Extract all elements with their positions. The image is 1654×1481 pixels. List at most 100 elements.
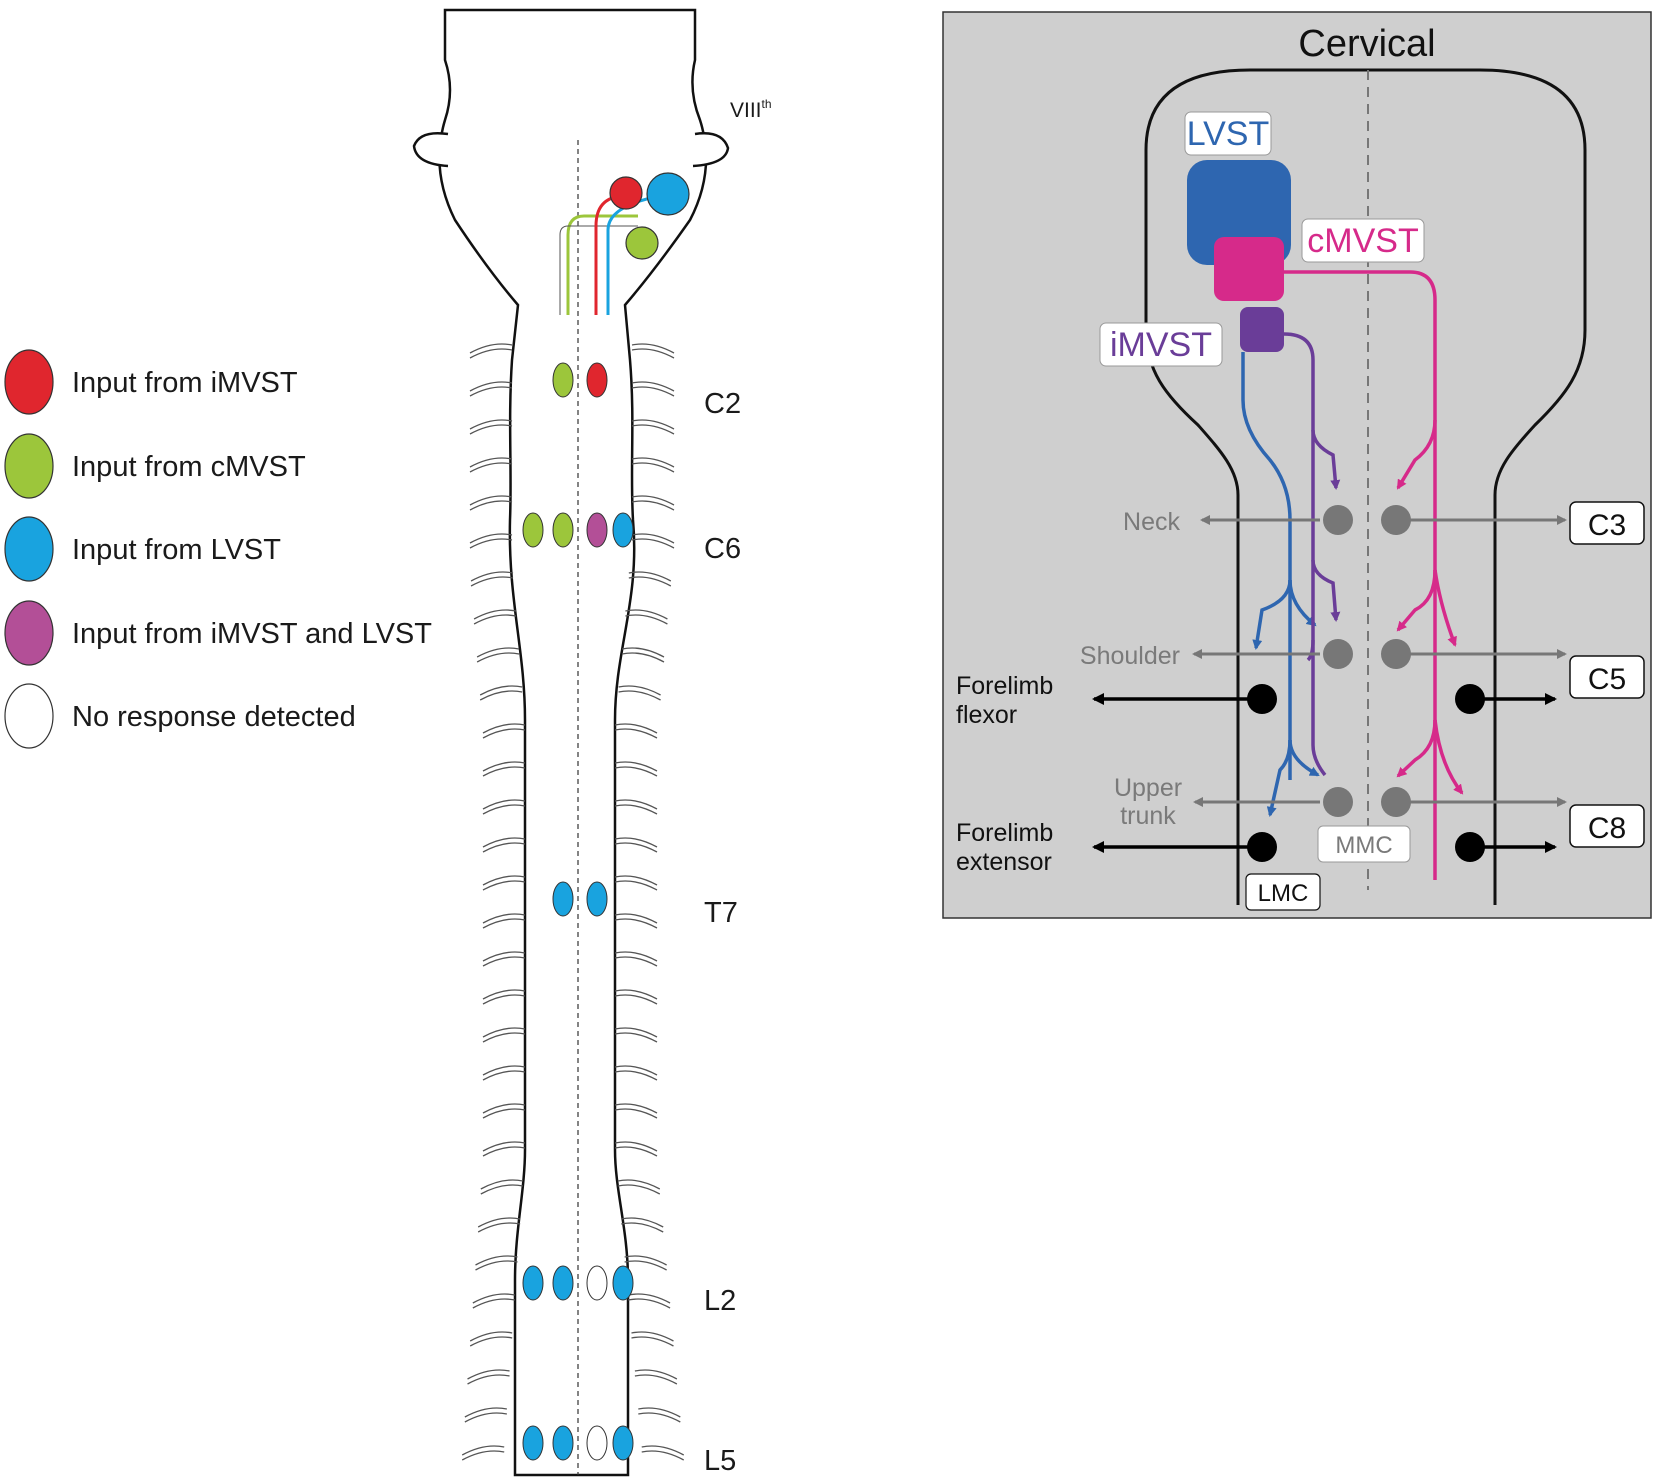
nerve-root	[482, 956, 526, 967]
segment-label-t7: T7	[704, 897, 738, 929]
nerve-root	[470, 571, 514, 582]
nerve-root	[618, 685, 661, 696]
nerve-root	[469, 386, 513, 397]
nerve-root	[614, 723, 658, 734]
c3-label: C3	[1588, 509, 1626, 542]
legend-label-lvst: Input from LVST	[72, 534, 281, 566]
nerve-root	[634, 1374, 678, 1385]
nerve-root	[482, 880, 526, 891]
nerve-root	[482, 1065, 526, 1076]
nerve-root	[614, 1141, 658, 1152]
nerve-root	[631, 533, 675, 544]
c8-label: C8	[1588, 812, 1626, 845]
nerve-root	[631, 538, 675, 549]
upper-trunk-label-1: Upper	[1114, 774, 1182, 802]
cervical-title: Cervical	[1298, 23, 1435, 65]
nerve-root	[614, 918, 658, 929]
response-dot-t7-lvst	[586, 881, 608, 917]
nerve-root	[614, 1070, 658, 1081]
legend-swatch-lvst	[4, 516, 54, 582]
nerve-root	[480, 1184, 523, 1195]
nerve-root	[631, 381, 675, 392]
response-dot-c2-cmvst	[552, 362, 574, 398]
nerve-root	[631, 1336, 674, 1347]
c5-box	[1569, 655, 1645, 699]
response-dot-c6-imvst_lvst	[586, 512, 608, 548]
nerve-root	[614, 875, 658, 886]
lvst-label-box	[1184, 111, 1272, 156]
nerve-root	[631, 1331, 674, 1342]
brainstem-nuclei	[559, 172, 690, 315]
mmc-label: MMC	[1335, 832, 1392, 859]
nerve-root	[631, 348, 675, 359]
forelimb-flexor-label-2: flexor	[956, 701, 1017, 729]
lmc-label: LMC	[1258, 880, 1309, 907]
nerve-root	[482, 761, 526, 772]
nerve-root	[482, 842, 526, 853]
cord-outline	[438, 8, 708, 1477]
nerve-root	[470, 576, 514, 587]
forelimb-flexor-label-1: Forelimb	[956, 672, 1053, 700]
nerve-root	[614, 956, 658, 967]
response-dot-c2-imvst	[586, 362, 608, 398]
nerve-root	[638, 1407, 681, 1418]
mmc-outputs	[1192, 515, 1567, 807]
nerve-root	[625, 614, 668, 625]
legend-swatch-cmvst	[4, 433, 54, 499]
eighth-nerve-label: VIIIth	[730, 97, 772, 122]
nerve-root	[482, 989, 526, 1000]
response-dot-l5-lvst	[522, 1425, 544, 1461]
imvst-label-box	[1099, 322, 1223, 367]
spinal-cord	[412, 8, 730, 1477]
nerve-root	[621, 647, 665, 658]
nerve-root	[482, 804, 526, 815]
nerve-root	[482, 837, 526, 848]
nerve-root	[464, 1412, 507, 1423]
nerve-root	[638, 1412, 681, 1423]
neck-label: Neck	[1123, 508, 1180, 536]
nerve-root	[624, 1255, 667, 1266]
legend-swatch-none	[4, 683, 54, 749]
nerve-root	[641, 1450, 685, 1461]
nerve-root	[627, 1293, 671, 1304]
nerve-root	[614, 1032, 658, 1043]
nerve-root	[641, 1445, 685, 1456]
segment-label-c6: C6	[704, 533, 741, 565]
nerve-root	[469, 348, 513, 359]
c5-label: C5	[1588, 663, 1626, 696]
nerve-root	[614, 799, 658, 810]
nerve-root	[482, 875, 526, 886]
nerve-root	[631, 500, 675, 511]
lvst-label: LVST	[1187, 115, 1270, 153]
nerve-root	[469, 424, 513, 435]
legend-label-imvst: Input from iMVST	[72, 367, 298, 399]
nerve-root	[614, 804, 658, 815]
lmc-neurons	[1247, 684, 1485, 862]
nerve-root	[631, 424, 675, 435]
nerve-root	[634, 1369, 678, 1380]
nerve-root	[479, 690, 523, 701]
nerve-root	[467, 1374, 510, 1385]
segment-label-c2: C2	[704, 388, 741, 420]
response-dot-l2-none	[586, 1265, 608, 1301]
cervical-cord-outline	[1144, 68, 1587, 905]
nerve-root	[614, 837, 658, 848]
nerve-root	[628, 576, 672, 587]
nerve-root	[614, 728, 658, 739]
nerve-root	[469, 457, 513, 468]
nerve-root	[464, 1407, 507, 1418]
nerve-root	[482, 1103, 526, 1114]
imvst-nucleus-block	[1240, 307, 1284, 352]
segment-dots	[522, 362, 634, 1461]
nerve-root	[482, 913, 526, 924]
nerve-root	[472, 1298, 515, 1309]
nerve-root	[631, 462, 675, 473]
nerve-root	[614, 1108, 658, 1119]
response-dot-l5-lvst	[612, 1425, 634, 1461]
legend-label-none: No response detected	[72, 701, 356, 733]
segment-label-l5: L5	[704, 1445, 736, 1477]
nerve-root	[473, 614, 517, 625]
legend-swatch-imvst-lvst	[4, 600, 54, 666]
shoulder-label: Shoulder	[1080, 642, 1180, 670]
nerve-root	[614, 1146, 658, 1157]
